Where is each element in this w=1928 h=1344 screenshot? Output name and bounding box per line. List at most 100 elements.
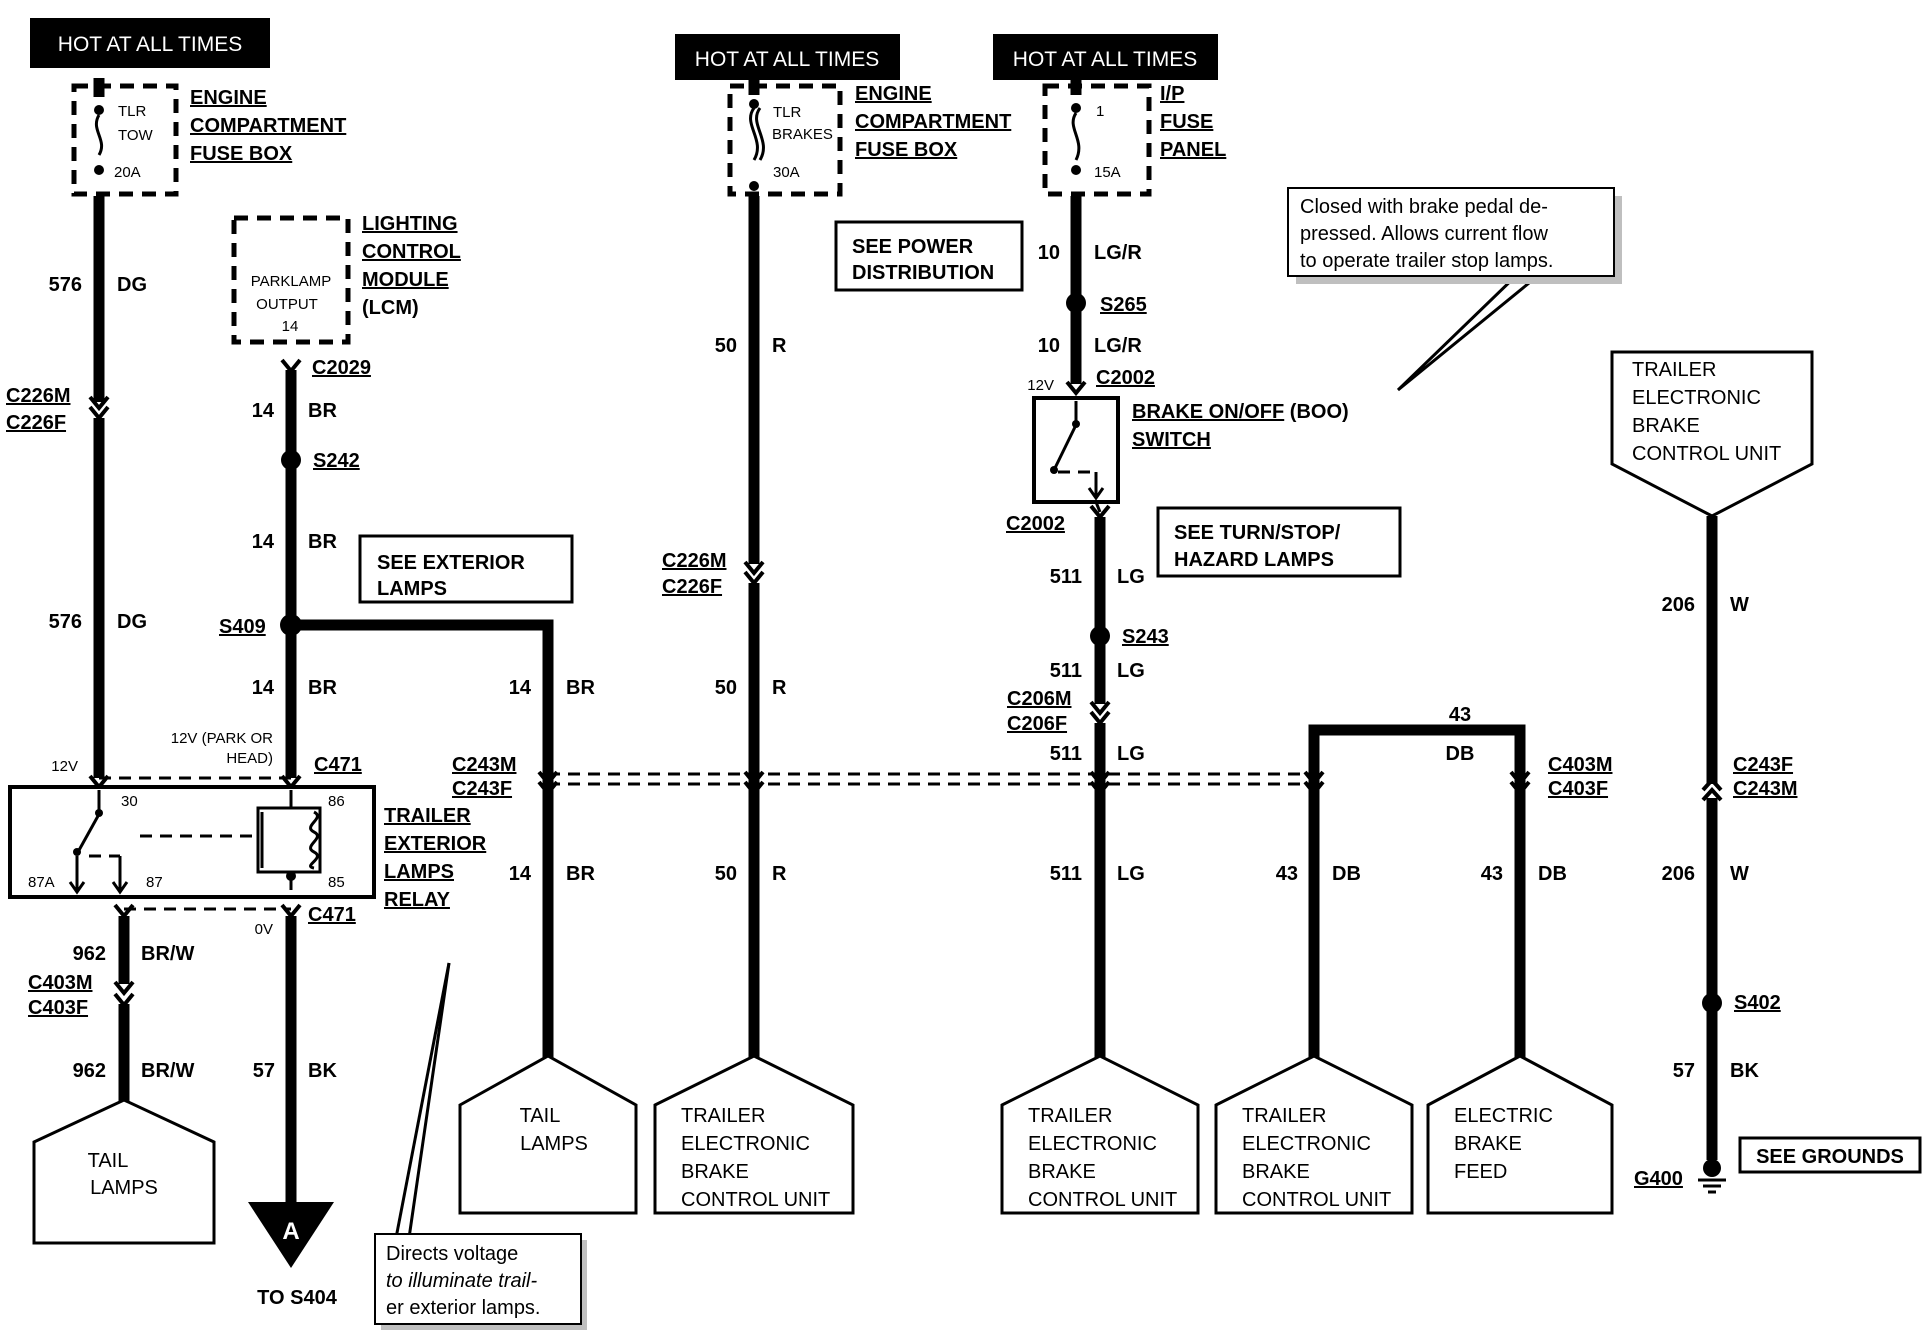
see-grounds-box[interactable]: SEE GROUNDS — [1738, 1136, 1922, 1174]
splice-s409 — [280, 614, 302, 636]
svg-text:87A: 87A — [28, 874, 55, 891]
svg-text:ELECTRONIC: ELECTRONIC — [1632, 387, 1761, 409]
trailer-exterior-lamps-relay: 30 86 87A 87 85 — [8, 785, 376, 899]
svg-text:0V: 0V — [255, 921, 273, 938]
connector-c243m: C243M — [452, 754, 516, 776]
svg-text:R: R — [772, 335, 787, 357]
connector-c403f-right: C403F — [1548, 778, 1608, 800]
svg-text:Closed with brake pedal de-: Closed with brake pedal de- — [1300, 196, 1548, 218]
svg-text:15A: 15A — [1094, 164, 1121, 181]
svg-text:DB: DB — [1446, 743, 1475, 765]
svg-text:ELECTRONIC: ELECTRONIC — [1028, 1133, 1157, 1155]
svg-text:S409: S409 — [219, 616, 266, 638]
svg-text:er exterior lamps.: er exterior lamps. — [386, 1297, 541, 1319]
connector-c206m: C206M — [1007, 688, 1071, 710]
connector-c243f: C243F — [452, 778, 512, 800]
connector-c226f-mid: C226F — [662, 576, 722, 598]
connector-c2029: C2029 — [312, 357, 371, 379]
note-brake-pedal: Closed with brake pedal de- pressed. All… — [1287, 187, 1622, 284]
svg-text:BK: BK — [1730, 1060, 1759, 1082]
svg-text:PANEL: PANEL — [1160, 139, 1226, 161]
svg-text:TAIL: TAIL — [88, 1150, 129, 1172]
svg-text:206: 206 — [1662, 594, 1695, 616]
arrow-target-label: TO S404 — [257, 1287, 338, 1309]
svg-text:LG: LG — [1117, 660, 1145, 682]
splice-s243 — [1090, 626, 1110, 646]
svg-text:BR: BR — [308, 677, 337, 699]
svg-text:12V: 12V — [51, 758, 78, 775]
electric-brake-feed: ELECTRIC BRAKE FEED — [1426, 1054, 1614, 1215]
svg-text:CONTROL UNIT: CONTROL UNIT — [681, 1189, 830, 1211]
connector-c2002: C2002 — [1096, 367, 1155, 389]
svg-text:S402: S402 — [1734, 992, 1781, 1014]
svg-text:LIGHTING: LIGHTING — [362, 213, 458, 235]
trailer-brake-control-unit-2: TRAILER ELECTRONIC BRAKE CONTROL UNIT — [1000, 1054, 1200, 1215]
svg-text:TAIL: TAIL — [520, 1105, 561, 1127]
fuse-box-left-name: ENGINE — [190, 87, 267, 109]
svg-text:S242: S242 — [313, 450, 360, 472]
svg-text:OUTPUT: OUTPUT — [256, 296, 318, 313]
svg-text:CONTROL: CONTROL — [362, 241, 461, 263]
wire-43-db — [1308, 724, 1526, 1058]
svg-text:MODULE: MODULE — [362, 269, 449, 291]
svg-text:206: 206 — [1662, 863, 1695, 885]
svg-text:50: 50 — [715, 677, 737, 699]
arrow-to-s404: A — [248, 1202, 334, 1268]
svg-text:SEE EXTERIOR: SEE EXTERIOR — [377, 552, 525, 574]
splice-s265 — [1066, 293, 1086, 313]
see-turn-stop-hazard-box[interactable]: SEE TURN/STOP/ HAZARD LAMPS — [1156, 506, 1402, 578]
svg-text:511: 511 — [1050, 566, 1082, 588]
svg-text:LAMPS: LAMPS — [520, 1133, 588, 1155]
svg-text:50: 50 — [715, 863, 737, 885]
connector-c243m-right: C243M — [1733, 778, 1797, 800]
hot-label-right: HOT AT ALL TIMES — [993, 34, 1218, 80]
svg-text:FEED: FEED — [1454, 1161, 1507, 1183]
svg-text:S265: S265 — [1100, 294, 1147, 316]
svg-text:57: 57 — [253, 1060, 275, 1082]
svg-text:Directs voltage: Directs voltage — [386, 1243, 518, 1265]
svg-text:1: 1 — [1096, 103, 1104, 120]
svg-text:14: 14 — [509, 677, 532, 699]
svg-text:DB: DB — [1538, 863, 1567, 885]
svg-text:511: 511 — [1050, 863, 1082, 885]
svg-text:S243: S243 — [1122, 626, 1169, 648]
trailer-brake-control-unit-3: TRAILER ELECTRONIC BRAKE CONTROL UNIT — [1214, 1054, 1414, 1215]
svg-text:SWITCH: SWITCH — [1132, 429, 1211, 451]
svg-text:10: 10 — [1038, 242, 1060, 264]
svg-text:LAMPS: LAMPS — [90, 1177, 158, 1199]
svg-text:ELECTRONIC: ELECTRONIC — [681, 1133, 810, 1155]
svg-text:576: 576 — [49, 274, 82, 296]
svg-text:LAMPS: LAMPS — [384, 861, 454, 883]
svg-text:BRAKE: BRAKE — [1028, 1161, 1096, 1183]
svg-text:511: 511 — [1050, 660, 1082, 682]
svg-text:DG: DG — [117, 611, 147, 633]
svg-text:85: 85 — [328, 874, 345, 891]
svg-text:BRAKE: BRAKE — [681, 1161, 749, 1183]
svg-text:R: R — [772, 677, 787, 699]
fuse-box-left-name: FUSE BOX — [190, 143, 293, 165]
connector-c403f: C403F — [28, 997, 88, 1019]
svg-text:TLR: TLR — [118, 103, 147, 120]
brake-on-off-switch — [1032, 396, 1120, 504]
see-exterior-lamps-box[interactable]: SEE EXTERIOR LAMPS — [358, 534, 574, 604]
svg-text:LG/R: LG/R — [1094, 242, 1142, 264]
fuse-box-left: TLR TOW 20A — [71, 78, 179, 197]
svg-text:W: W — [1730, 863, 1749, 885]
svg-text:576: 576 — [49, 611, 82, 633]
svg-text:BR: BR — [566, 677, 595, 699]
see-power-distribution-box[interactable]: SEE POWER DISTRIBUTION — [834, 220, 1024, 292]
svg-text:BR: BR — [308, 531, 337, 553]
note-relay: Directs voltage to illuminate trail- er … — [374, 1233, 587, 1330]
svg-text:HOT AT ALL TIMES: HOT AT ALL TIMES — [1013, 48, 1197, 71]
svg-text:30: 30 — [121, 793, 138, 810]
svg-text:RELAY: RELAY — [384, 889, 451, 911]
svg-text:511: 511 — [1050, 743, 1082, 765]
svg-text:BRAKE: BRAKE — [1632, 415, 1700, 437]
svg-text:ELECTRONIC: ELECTRONIC — [1242, 1133, 1371, 1155]
svg-text:14: 14 — [509, 863, 532, 885]
tail-lamps-left: TAIL LAMPS — [32, 1098, 216, 1245]
svg-text:HOT AT ALL TIMES: HOT AT ALL TIMES — [695, 48, 879, 71]
svg-text:LAMPS: LAMPS — [377, 578, 447, 600]
svg-text:ENGINE: ENGINE — [855, 83, 932, 105]
